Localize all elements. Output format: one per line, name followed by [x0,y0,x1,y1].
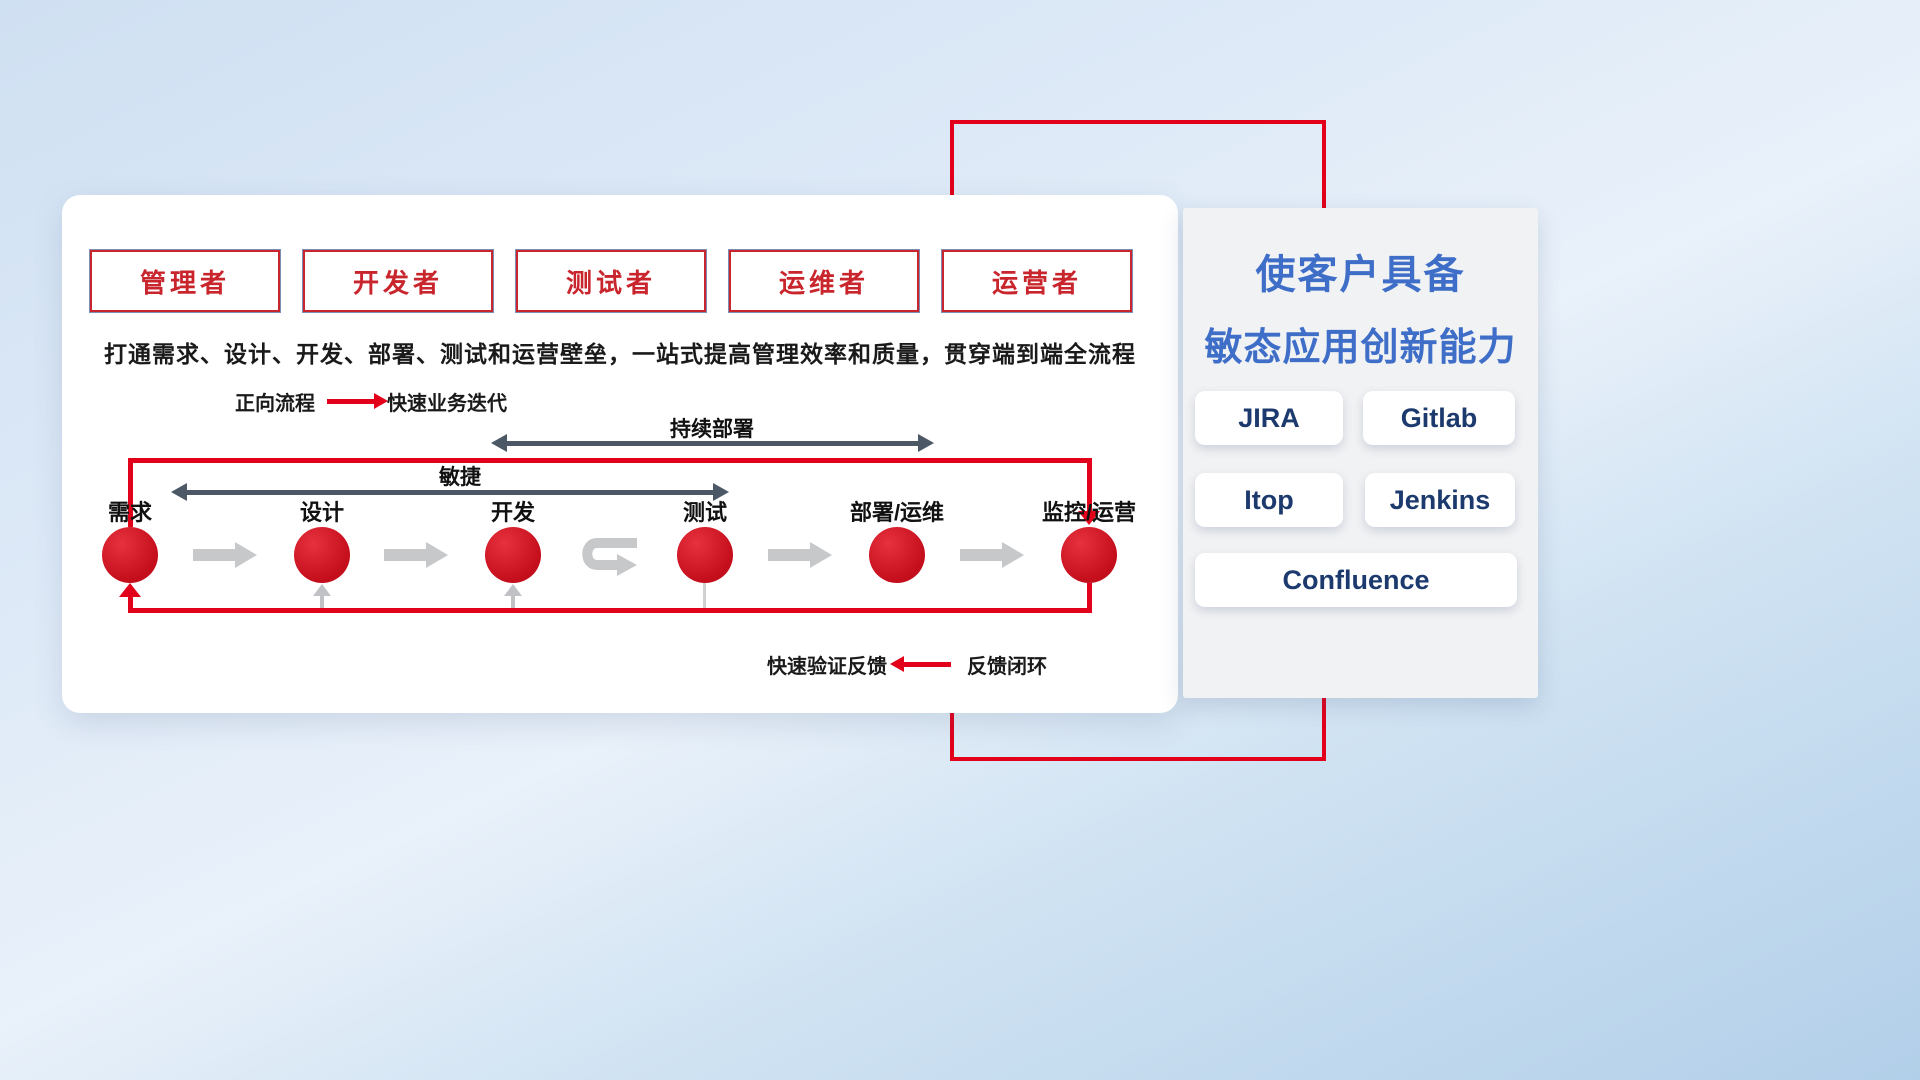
feedback-loop-arrowhead-icon [119,583,141,597]
gray-connector-line [703,583,706,608]
feedback-desc: 快速验证反馈 [767,656,887,678]
gray-up-arrowhead-icon [504,584,522,596]
stage-label-deploy-ops: 部署/运维 [849,500,945,525]
flow-arrow-icon [768,542,832,568]
stage-node-monitor-operate [1061,527,1117,583]
stage-node-requirements [102,527,158,583]
feedback-loop-right-line [1087,583,1092,613]
flow-arrow-icon [960,542,1024,568]
role-box-tester: 测试者 [515,249,707,313]
agile-label: 敏捷 [439,466,481,489]
role-label: 测试者 [565,267,656,298]
forward-loop-right-line [1087,458,1092,513]
gray-up-arrow-icon [320,595,324,608]
legend-feedback: 快速验证反馈 反馈闭环 [767,650,1047,679]
flow-arrow-icon [384,542,448,568]
forward-flow-label: 正向流程 [235,393,315,415]
tool-gitlab: Gitlab [1363,391,1515,445]
stage-node-deploy-ops [869,527,925,583]
forward-loop-arrowhead-icon [1078,511,1100,525]
forward-loop-left-line [128,458,133,527]
stage-label-monitor-operate: 监控/运营 [1041,500,1137,525]
continuous-deploy-label: 持续部署 [670,418,754,441]
role-box-manager: 管理者 [89,249,281,313]
gray-up-arrowhead-icon [313,584,331,596]
role-label: 运营者 [991,267,1082,298]
tools-panel-title-line2: 敏态应用创新能力 [1204,327,1517,369]
role-box-ops: 运维者 [728,249,920,313]
red-left-arrow-icon [890,656,951,672]
feedback-label: 反馈闭环 [967,656,1047,678]
feedback-loop-left-line [128,597,133,608]
roles-row: 管理者 开发者 测试者 运维者 运营者 [89,249,1133,314]
devops-flow-panel: 管理者 开发者 测试者 运维者 运营者 打通需求、设计、开发、部署、测试和运营壁… [62,195,1178,713]
tool-jira: JIRA [1195,391,1343,445]
feedback-loop-bottom-line [128,608,1092,613]
tools-panel: 使客户具备 敏态应用创新能力 JIRA Gitlab Itop Jenkins … [1183,208,1538,698]
role-label: 开发者 [352,267,443,298]
role-label: 管理者 [139,267,230,298]
stage-node-design [294,527,350,583]
red-right-arrow-icon [327,393,388,409]
stage-label-design: 设计 [299,500,344,525]
role-box-operator: 运营者 [941,249,1133,313]
iteration-loop-icon [582,538,637,576]
stage-node-test [677,527,733,583]
stage-label-develop: 开发 [490,500,535,525]
subtitle: 打通需求、设计、开发、部署、测试和运营壁垒，一站式提高管理效率和质量，贯穿端到端… [104,341,1136,367]
flow-arrow-icon [193,542,257,568]
legend-forward: 正向流程 快速业务迭代 [235,387,507,416]
agile-arrow-icon [171,483,729,501]
tool-itop: Itop [1195,473,1343,527]
tool-jenkins: Jenkins [1365,473,1515,527]
forward-flow-desc: 快速业务迭代 [387,393,507,415]
tool-confluence: Confluence [1195,553,1517,607]
continuous-deploy-arrow-icon [491,434,934,452]
tools-panel-title-line1: 使客户具备 [1255,253,1466,297]
stage-node-develop [485,527,541,583]
stage-label-test: 测试 [682,500,727,525]
role-label: 运维者 [778,267,869,298]
role-box-developer: 开发者 [302,249,494,313]
stage-label-requirements: 需求 [107,500,152,525]
gray-up-arrow-icon [511,595,515,608]
forward-loop-top-line [128,458,1092,463]
